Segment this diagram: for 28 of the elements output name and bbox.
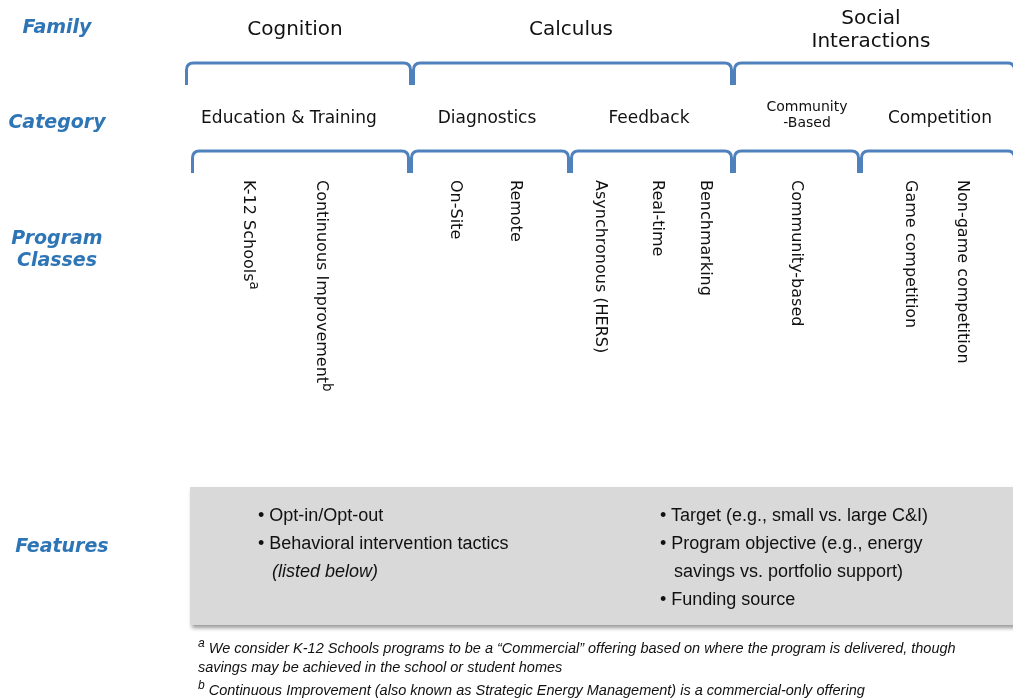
program-class: Benchmarking	[696, 180, 715, 296]
program-class: On-Site	[446, 180, 465, 240]
bullet-item: • Target (e.g., small vs. large C&I)	[660, 504, 930, 527]
row-heading: Features	[14, 535, 110, 557]
program-class: Remote	[506, 180, 525, 242]
footnote: $^{b}$ Continuous Improvement (also known as Strategic Energy Management) is a commercial-only offering	[198, 678, 866, 698]
bullet-item: • Funding source	[660, 588, 797, 611]
row-heading: Program Classes	[10, 227, 104, 271]
family-name: Calculus	[527, 17, 615, 40]
category-name: Feedback	[607, 108, 691, 128]
bullet-item: • Opt-in/Opt-out	[258, 504, 385, 527]
family-name: Cognition	[246, 17, 344, 40]
bullet-item: • Behavioral intervention tactics (listed below)	[258, 532, 510, 583]
program-class: Asynchronous (HERS)	[591, 180, 610, 354]
footnote: $^{a}$ We consider K-12 Schools programs to be a “Commercial” offering based on where the program is delivered, though savings may be achieved in the school or student homes	[198, 636, 957, 677]
program-class: Non-game competition	[953, 180, 972, 364]
row-heading: Family	[21, 16, 93, 38]
row-heading: Category	[7, 111, 107, 133]
category-name: Education & Training	[200, 108, 378, 128]
features-panel	[190, 487, 1013, 625]
category-name: Community -Based	[765, 98, 849, 131]
family-name: Social Interactions	[810, 6, 932, 52]
category-name: Competition	[886, 108, 993, 128]
program-class: Real-time	[648, 180, 667, 257]
program-class: Community-based	[787, 180, 806, 327]
program-class: Game competition	[901, 180, 920, 329]
category-name: Diagnostics	[436, 108, 538, 128]
bullet-item: • Program objective (e.g., energy savings vs. portfolio support)	[660, 532, 924, 583]
